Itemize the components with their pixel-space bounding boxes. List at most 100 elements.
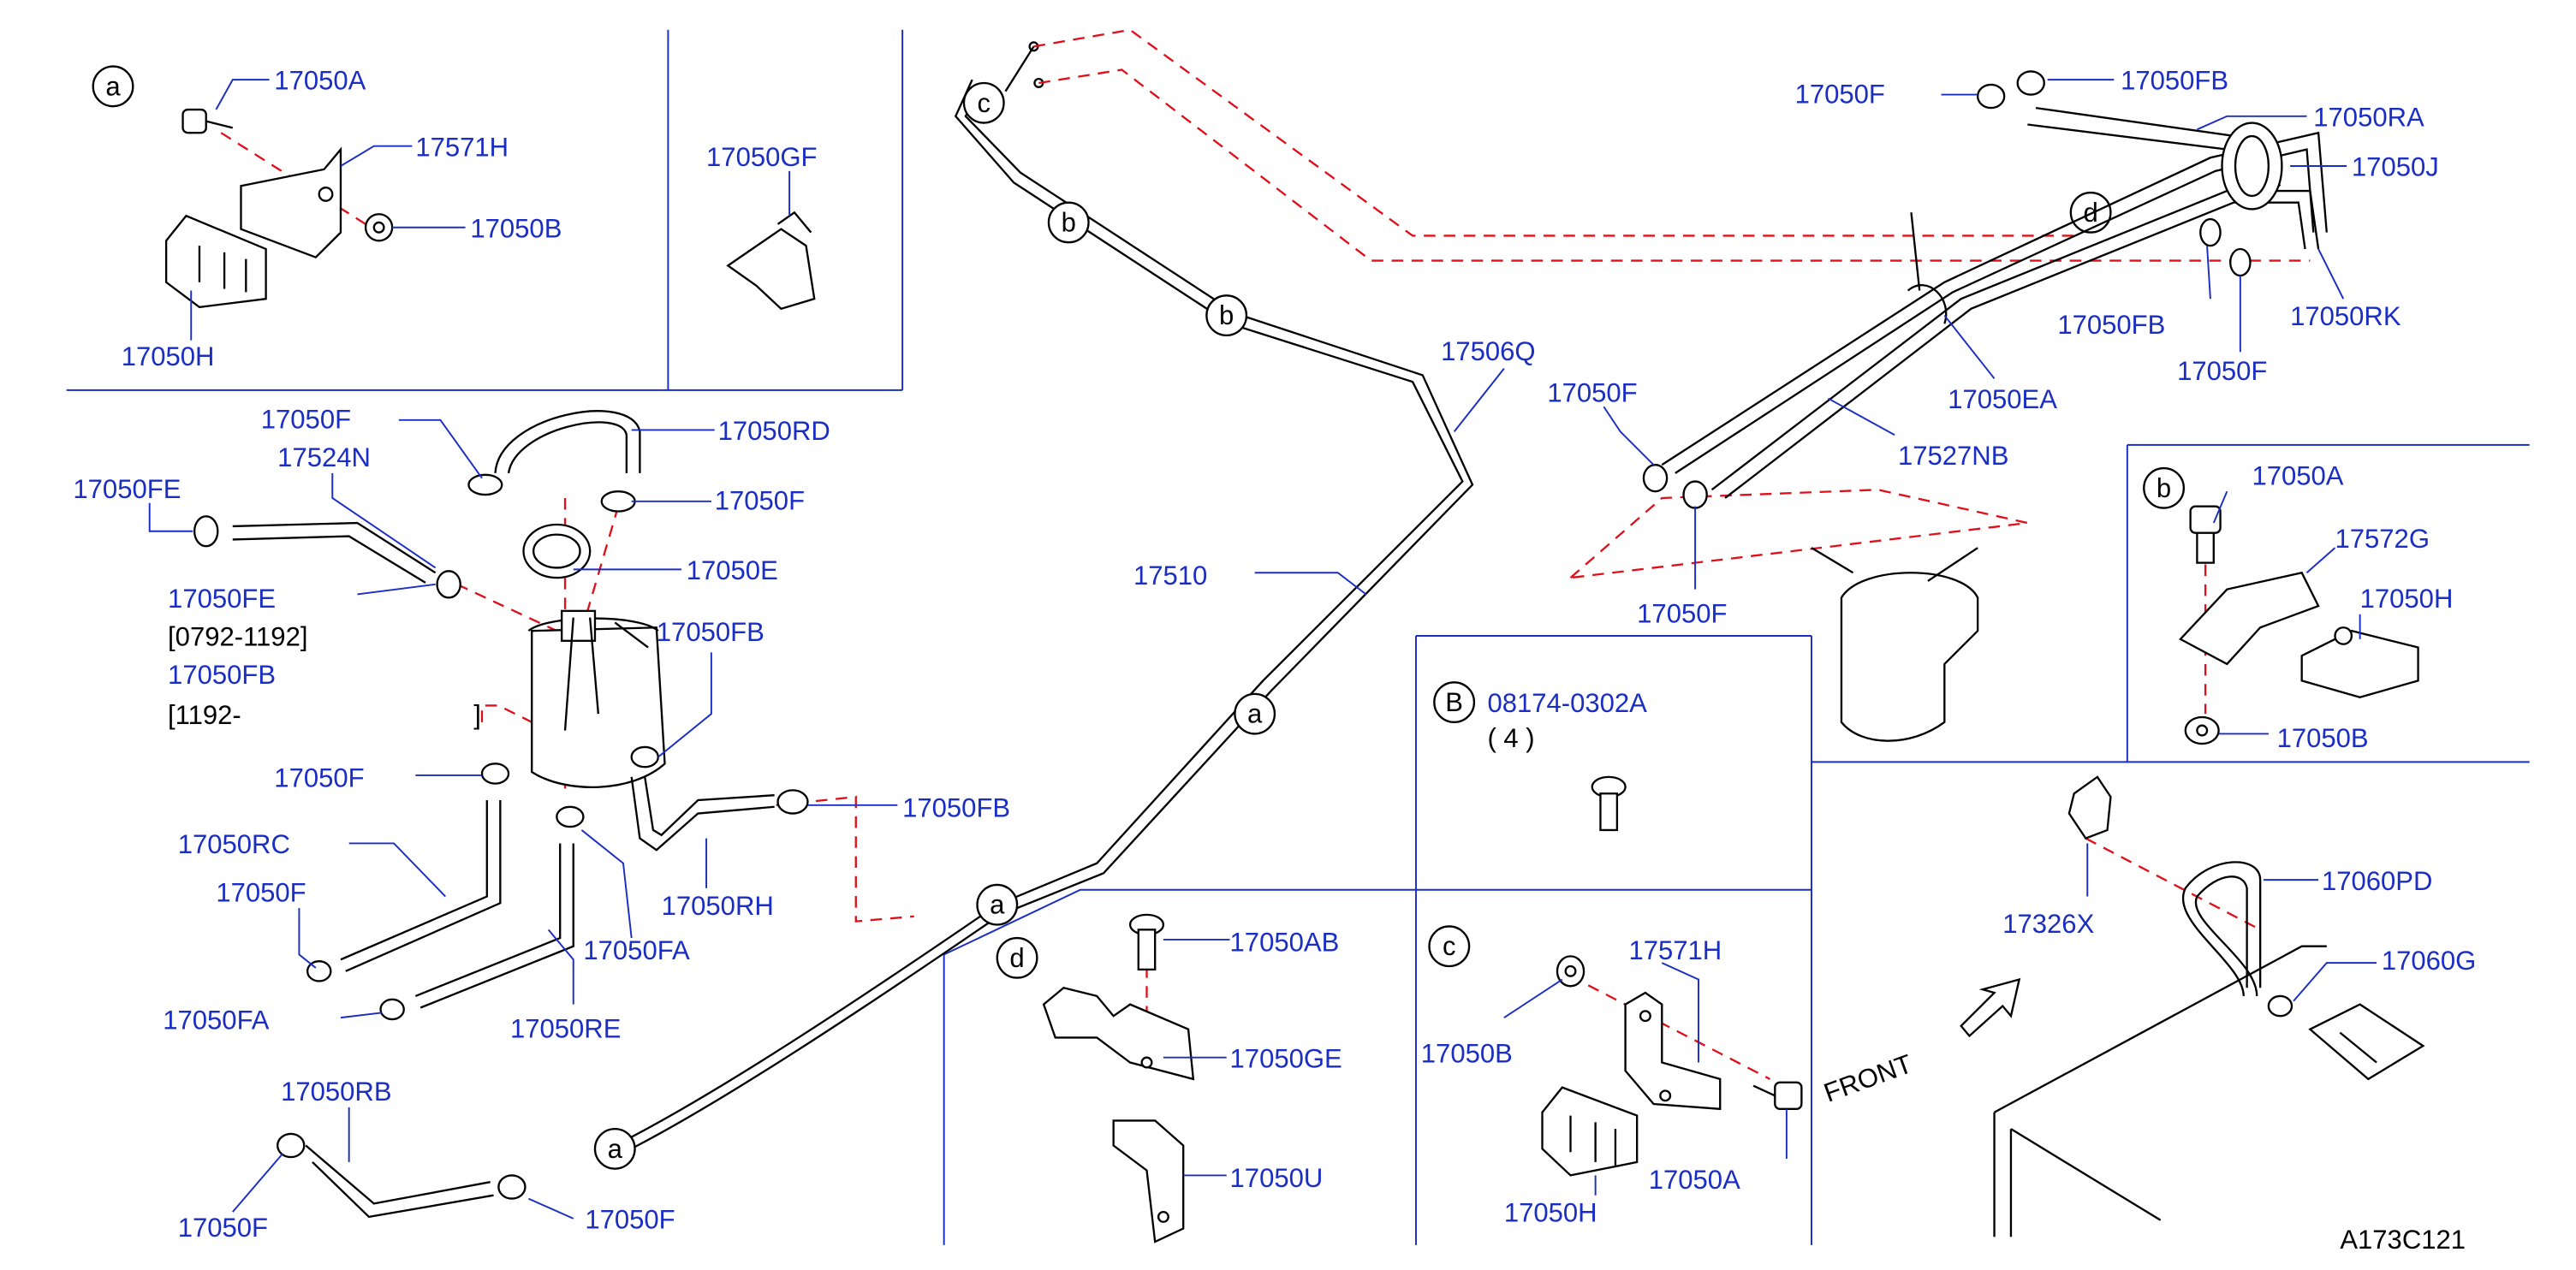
- callout-circle-d-panel: d: [996, 936, 1038, 979]
- label-17050ra: 17050RA: [2313, 102, 2424, 132]
- label-17050fb: 17050FB: [2121, 66, 2228, 96]
- label-17060pd: 17060PD: [2322, 866, 2432, 896]
- bolt-08174-icon: [1591, 775, 1627, 832]
- quantity-note: ( 4 ): [1487, 723, 1534, 753]
- bracket-17326x-icon: [2067, 775, 2112, 840]
- bolt-icon: [181, 108, 234, 134]
- leader-lines: [148, 79, 2377, 1220]
- svg-text:d: d: [2084, 198, 2098, 228]
- bracket-17050u-icon: [1112, 1119, 1185, 1243]
- callout-circle-b-2: b: [1205, 294, 1248, 337]
- hose-17050rh: [630, 776, 775, 852]
- label-17050rb: 17050RB: [281, 1077, 391, 1107]
- label-17050f: 17050F: [178, 1213, 268, 1243]
- bracket-17572g-icon: [2179, 571, 2320, 666]
- callout-circle-a-panel: a: [92, 65, 134, 108]
- label-17506q: 17506Q: [1441, 336, 1535, 366]
- label-17050rc: 17050RC: [178, 829, 290, 859]
- label-17050a: 17050A: [1649, 1165, 1740, 1195]
- callout-circle-c-panel: c: [1428, 925, 1471, 968]
- front-direction-arrow-icon: [1960, 977, 2021, 1038]
- frame-lines: [66, 29, 2530, 1245]
- svg-text:a: a: [1247, 699, 1263, 729]
- label-17326x: 17326X: [2002, 909, 2094, 939]
- label-17050a: 17050A: [2252, 460, 2343, 490]
- date-range-close: ]: [473, 700, 481, 730]
- clamp-icon: [436, 570, 461, 599]
- clamp-icon: [2267, 994, 2293, 1018]
- label-17050fe: 17050FE: [73, 474, 181, 504]
- svg-text:b: b: [1062, 207, 1076, 237]
- bracket-17050ge-icon: [1042, 986, 1195, 1081]
- svg-text:b: b: [1219, 300, 1234, 330]
- label-17050fb: 17050FB: [2057, 310, 2165, 340]
- svg-text:b: b: [2157, 473, 2171, 503]
- clamp-icon: [1976, 83, 2006, 110]
- label-17571h: 17571H: [1628, 935, 1722, 965]
- label-17524n: 17524N: [277, 442, 371, 472]
- clamp-icon: [556, 805, 585, 828]
- nut-icon: [364, 213, 394, 242]
- clamp-icon: [277, 1132, 306, 1159]
- clamp-icon: [193, 515, 219, 548]
- hose-17524n: [232, 521, 437, 584]
- label-17050u: 17050U: [1230, 1163, 1324, 1193]
- bolt-icon: [2189, 505, 2222, 564]
- callout-circle-b-panel: b: [2143, 466, 2186, 509]
- clip-17050h-icon: [2300, 626, 2419, 698]
- clamp-icon: [1682, 480, 1708, 509]
- clamp-icon: [497, 1174, 527, 1200]
- label-17527nb: 17527NB: [1898, 441, 2008, 471]
- plate-17060g-icon: [2308, 1003, 2425, 1081]
- svg-text:d: d: [1009, 943, 1024, 973]
- hose-17050rc: [340, 800, 502, 972]
- label-17050a: 17050A: [274, 66, 366, 96]
- canister-icon: [527, 609, 666, 788]
- nut-icon: [1556, 955, 1585, 988]
- label-17050e: 17050E: [687, 555, 778, 585]
- canister-top-right-icon: [1811, 547, 1979, 742]
- label-17050f: 17050F: [2177, 356, 2267, 386]
- nut-icon: [2184, 715, 2220, 745]
- label-17050f: 17050F: [585, 1205, 675, 1235]
- label-17050j: 17050J: [2352, 152, 2439, 182]
- label-17050f: 17050F: [274, 763, 364, 793]
- label-17050fb: 17050FB: [902, 792, 1010, 822]
- svg-text:a: a: [105, 71, 121, 101]
- body-panel-outline: [1993, 945, 2327, 1237]
- clamp-icon: [2229, 247, 2252, 277]
- callout-circle-a-2: a: [976, 883, 1019, 926]
- label-08174-0302a: 08174-0302A: [1487, 688, 1647, 718]
- clip-icon: [164, 214, 267, 309]
- label-17050gf: 17050GF: [706, 142, 817, 172]
- svg-text:a: a: [608, 1134, 623, 1164]
- clamp-icon: [379, 998, 405, 1021]
- clamp-icon: [480, 763, 510, 785]
- label-17050b: 17050B: [2277, 723, 2369, 753]
- label-17572g: 17572G: [2335, 524, 2430, 554]
- label-17050f: 17050F: [715, 486, 805, 516]
- label-17050rd: 17050RD: [718, 416, 830, 446]
- callout-circle-c-top: c: [962, 81, 1005, 124]
- label-17060g: 17060G: [2382, 946, 2476, 976]
- label-17050f: 17050F: [1547, 377, 1637, 407]
- clamp-icon: [2199, 217, 2222, 247]
- label-17050fb: 17050FB: [168, 660, 276, 690]
- hose-17050rd: [494, 410, 641, 474]
- label-17050h: 17050H: [1504, 1198, 1597, 1228]
- bracket-17571h-icon: [1624, 991, 1722, 1111]
- fuel-pipe-assembly: [614, 41, 1474, 1157]
- callout-circle-a-3: a: [593, 1127, 636, 1170]
- label-17510: 17510: [1133, 561, 1207, 590]
- front-label: FRONT: [1820, 1048, 1916, 1107]
- diagram-id: A173C121: [2340, 1225, 2466, 1255]
- clamp-17050e-icon: [522, 523, 592, 579]
- label-17050fe: 17050FE: [168, 584, 276, 614]
- svg-text:a: a: [990, 890, 1005, 920]
- clamp-icon: [2016, 70, 2045, 96]
- grommet-17050ra-icon: [2221, 122, 2283, 211]
- part-labels: 17050A 17571H 17050B 17050H 17050GF 1705…: [73, 66, 2476, 1255]
- label-17050ge: 17050GE: [1230, 1043, 1342, 1073]
- label-17050f: 17050F: [261, 404, 351, 434]
